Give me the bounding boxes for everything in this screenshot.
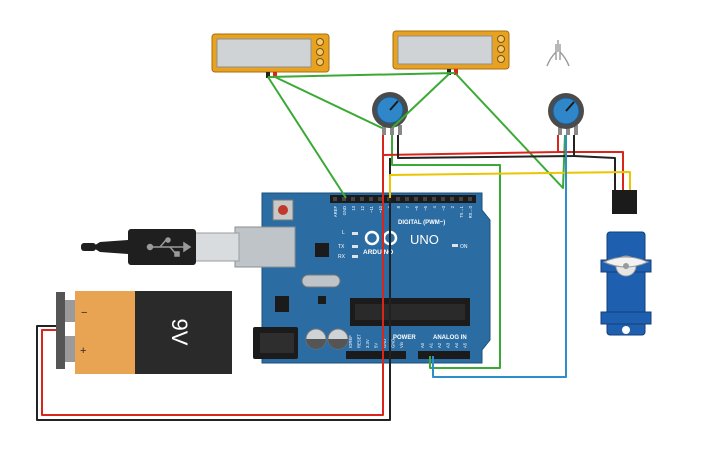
usb-plug-icon [146, 237, 192, 257]
multimeter-left[interactable] [211, 33, 330, 78]
pin-label: RX←0 [468, 205, 473, 218]
pin-label: A2 [437, 342, 442, 348]
wire-green-4[interactable] [391, 73, 450, 129]
pin-label: 7 [405, 205, 410, 208]
wire-red-battery[interactable] [41, 155, 384, 416]
wire-green-analog[interactable] [391, 135, 501, 369]
analog-label: ANALOG IN [433, 335, 467, 341]
wire-black-servo[interactable] [573, 155, 616, 190]
analog-header[interactable] [418, 351, 470, 359]
pin-label: 4 [432, 205, 437, 208]
pin-label: 8 [396, 205, 401, 208]
pin-label: ~10 [378, 205, 383, 213]
battery-minus-label: − [81, 307, 87, 319]
pin-label: IOREF [348, 335, 353, 348]
wire-green-5[interactable] [455, 73, 566, 189]
wire-red-5v[interactable] [382, 135, 559, 156]
arduino-board[interactable]: ARDUINO UNO DIGITAL (PWM~) POWER ANALOG … [253, 192, 491, 364]
servo-connector[interactable] [612, 190, 637, 214]
usb-cable[interactable] [81, 226, 296, 268]
board-model: UNO [410, 232, 439, 247]
potentiometer-right[interactable] [548, 93, 584, 135]
pin-label: AREF [333, 206, 338, 218]
pin-label: ~5 [423, 205, 428, 210]
pin-label: A4 [454, 342, 459, 348]
usb-chip [315, 243, 329, 257]
pin-label: 12 [360, 205, 365, 210]
board-brand: ARDUINO [363, 249, 393, 256]
pin-label: ~6 [414, 205, 419, 210]
pin-label: ~11 [369, 205, 374, 212]
wire-black-battery[interactable] [36, 158, 391, 421]
pin-label: 3.3V [365, 339, 370, 348]
battery-9v[interactable]: − + 9V [56, 291, 232, 374]
wire-green-3[interactable] [274, 76, 383, 129]
power-header[interactable] [346, 351, 406, 359]
battery-plus-label: + [80, 345, 86, 357]
multimeter-probes-icon[interactable] [546, 40, 570, 67]
multimeter-right[interactable] [392, 30, 510, 75]
wire-blue-analog[interactable] [432, 135, 567, 378]
pin-label: 2 [450, 205, 455, 208]
led-l-label: L [342, 230, 345, 236]
potentiometer-left[interactable] [372, 92, 408, 135]
pin-label: RESET [357, 334, 362, 348]
pin-label: GND [391, 339, 396, 348]
pin-label: 5V [374, 343, 379, 348]
led-on-label: ON [460, 244, 468, 250]
pin-label: A0 [420, 342, 425, 348]
led-tx-label: TX [338, 244, 345, 250]
pin-label: GND [342, 206, 347, 215]
power-label: POWER [393, 335, 416, 341]
digital-label: DIGITAL (PWM~) [398, 220, 445, 226]
crystal [301, 274, 341, 288]
servo-motor[interactable] [600, 190, 652, 336]
digital-header[interactable] [330, 195, 476, 203]
wire-black-gnd[interactable] [397, 135, 575, 159]
battery-voltage-label: 9V [167, 319, 192, 346]
wires [36, 72, 631, 421]
pin-label: GND [382, 339, 387, 348]
wire-red-servo[interactable] [558, 151, 624, 190]
pin-label: 13 [351, 205, 356, 210]
wire-green-1[interactable] [267, 72, 456, 78]
pin-label: Vin [399, 341, 404, 348]
led-rx-label: RX [338, 254, 346, 260]
wire-green-2[interactable] [267, 76, 347, 199]
pin-label: A5 [463, 342, 468, 348]
wire-yellow-signal[interactable] [389, 171, 631, 198]
pin-label: A1 [429, 342, 434, 348]
pin-label: A3 [446, 342, 451, 348]
pin-label: ~3 [441, 205, 446, 210]
pin-label: TX→1 [459, 205, 464, 218]
